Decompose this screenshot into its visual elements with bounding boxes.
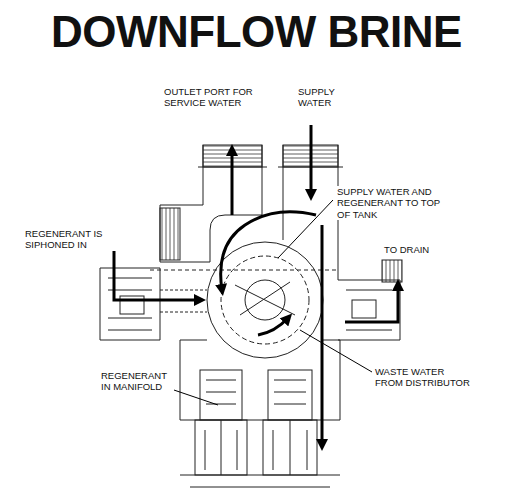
callout-label: OUTLET PORT FOR SERVICE WATER [163,86,261,109]
callout-label: REGENERANT IS SIPHONED IN [24,228,116,251]
callout-label: REGENERANT IN MANIFOLD [100,370,174,393]
callout-label: WASTE WATER FROM DISTRIBUTOR [374,366,471,389]
diagram-title: DOWNFLOW BRINE [0,8,513,56]
callout-label: SUPPLY WATER AND REGENERANT TO TOP OF TA… [336,186,442,220]
callout-label: TO DRAIN [383,244,445,255]
callout-label: SUPPLY WATER [297,86,343,109]
